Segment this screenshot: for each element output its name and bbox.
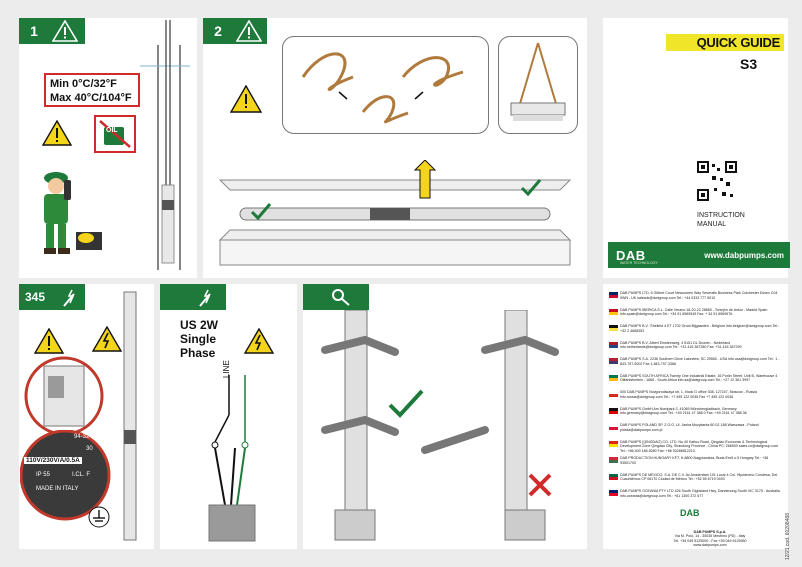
dab-logo: DAB (616, 247, 646, 263)
wiring-header (160, 284, 226, 310)
flag-icon (609, 407, 618, 414)
address-entry: DAB PUMPS DE MÉXICO, S.A. DE C.V. Av Ams… (620, 472, 779, 482)
pump-tall-illustration (123, 291, 137, 541)
electric-tools-icon (199, 289, 211, 307)
address-entry: DAB PUMPS POLAND SP. Z.O.O. Ul. Janka Mu… (620, 423, 759, 432)
flag-icon (609, 457, 618, 463)
address-entry: DAB PUMPS SOUTH AFRICA Twenty One Indust… (620, 373, 778, 383)
step-1-number: 1 (24, 22, 44, 40)
model-name: S3 (740, 56, 758, 72)
step-345-number: 345 (22, 288, 48, 306)
nameplate-made: MADE IN ITALY (36, 486, 79, 492)
wiring-diagram (208, 375, 256, 542)
address-entry: DAB PUMPS (QINGDAO) CO. LTD. No.40 Kaitu… (620, 439, 779, 453)
flag-icon (609, 473, 618, 480)
electric-hazard-icon (92, 326, 122, 352)
cover-panel (603, 18, 788, 278)
temp-min: Min 0°C/32°F (50, 78, 117, 90)
address-entry: DAB PUMPS B.V. Albert Einsteinweg, 4 515… (620, 340, 742, 350)
document-code: 12/21 cod. 60208488 (785, 513, 791, 560)
flag-icon (609, 424, 618, 430)
flag-icon (609, 490, 618, 496)
qr-code (696, 160, 738, 202)
flag-icon (609, 440, 618, 447)
website-link[interactable]: www.dabpumps.com (704, 250, 784, 260)
footer-address: DAB PUMPS S.p.A. Via M. Polo, 14 - 35035… (673, 530, 747, 548)
address-entry: 000 DAB PUMPS Novgorodskaya str, 1, bloc… (620, 390, 757, 399)
flag-icon (609, 358, 618, 364)
warning-icon (236, 20, 262, 42)
flag-icon (609, 391, 618, 397)
addresses-panel (603, 284, 788, 549)
address-entry: DAB PUMPS LTD. 6 Gilbert Court Newcomen … (620, 291, 778, 300)
oil-label: OIL (106, 127, 118, 134)
rope-knots-box (282, 36, 489, 134)
crate-illustration (218, 160, 572, 266)
footer-dab-logo: DAB (680, 508, 700, 518)
no-oil-icon: OIL (94, 115, 136, 153)
worker-illustration (44, 172, 102, 254)
address-entry: DAB PUMPS OCEANIA PTY LTD 426 South Gipp… (620, 489, 780, 498)
pipe-clamp-illustration (321, 310, 559, 541)
dab-tagline: WATER TECHNOLOGY (620, 261, 658, 265)
address-entry: DAB PRODUCTION HUNGARY KFT. H-8800 Nagyk… (620, 456, 769, 465)
dab-brand-bar: DAB WATER TECHNOLOGY www.dabpumps.com (608, 242, 790, 268)
lifting-box (498, 36, 578, 134)
pump-in-well-illustration (140, 20, 190, 270)
nameplate-r1: 94-32 (74, 434, 90, 440)
flag-icon (609, 325, 618, 331)
nameplate-ip: IP 55 (36, 472, 50, 478)
ground-symbol-icon (88, 506, 110, 528)
flag-icon (609, 374, 618, 381)
temperature-limits: Min 0°C/32°F Max 40°C/104°F (44, 73, 140, 107)
nameplate: 94-32 30 110V/230V/A/0.5A IP 55 I.CL. F … (20, 430, 120, 528)
tools-icon (332, 289, 350, 306)
instruction-manual-label: INSTRUCTION MANUAL (697, 212, 745, 228)
caution-icon (230, 85, 262, 113)
address-entry: DAB PUMPS S.A. 2236 Southern Drive Lakev… (620, 357, 780, 366)
nameplate-voltage: 110V/230V/A/0.5A (24, 457, 82, 464)
address-entry: DAB PUMPS B.V. 'Shelleld 4 ET 1702 Groot… (620, 324, 780, 333)
address-entry: DAB PUMPS GmbH Am Nordpark 3, 41069 Mönc… (620, 406, 747, 416)
quick-guide-title: QUICK GUIDE (666, 34, 784, 51)
electric-hazard-icon (244, 328, 274, 354)
flag-icon (609, 308, 618, 315)
flag-icon (609, 292, 618, 298)
address-entry: DAB PUMPS IBERICA S.L. Calle Verano 18-2… (620, 307, 768, 317)
wiring-title: US 2W Single Phase (180, 318, 219, 360)
caution-icon (42, 120, 72, 146)
nameplate-r2: 30 (86, 446, 93, 452)
installation-header (303, 284, 369, 310)
temp-max: Max 40°C/104°F (50, 92, 132, 104)
step-2-number: 2 (208, 22, 228, 40)
flag-icon (609, 341, 618, 348)
electric-tools-icon (63, 289, 75, 307)
nameplate-cl: I.CL. F (72, 472, 91, 478)
warning-icon (34, 328, 64, 354)
warning-icon (52, 20, 78, 42)
motor-detail-illustration (24, 356, 104, 436)
